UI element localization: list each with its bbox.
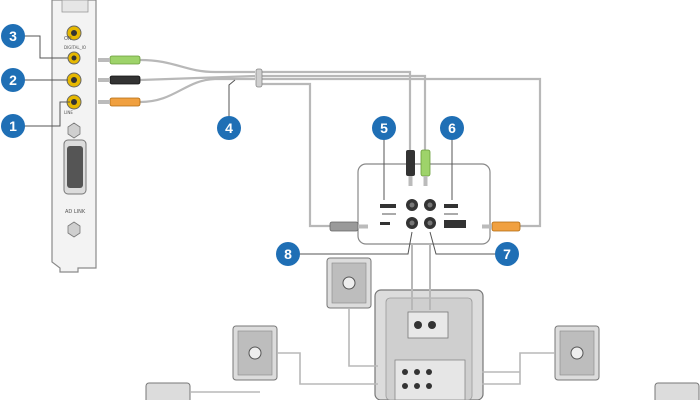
- callout-3: 3: [1, 24, 68, 59]
- amplifier-input-panel: [357, 163, 491, 245]
- card-label-2: LINE: [64, 110, 73, 115]
- plug-black-panel: [406, 150, 415, 186]
- callout-6: 6: [440, 116, 464, 140]
- card-label-1: ON: [64, 36, 72, 42]
- card-label-0: DIGITAL_IO: [64, 45, 86, 50]
- plug-green-panel: [420, 149, 431, 186]
- callout-2-label: 2: [9, 72, 17, 88]
- db15-connector: [63, 139, 87, 195]
- card-jack-top: [66, 25, 82, 41]
- callout-5-label: 5: [380, 120, 388, 136]
- plug-grey-panel: [329, 221, 368, 232]
- speaker-side-left: [232, 325, 278, 381]
- callout-4-label: 4: [225, 120, 233, 136]
- callout-2: 2: [1, 68, 68, 92]
- callout-8-label: 8: [284, 246, 292, 262]
- plug-black-card: [98, 75, 141, 85]
- callout-4: 4: [217, 79, 241, 140]
- speaker-front-left: [326, 257, 372, 309]
- callout-6-label: 6: [448, 120, 456, 136]
- speaker-icon: [342, 276, 356, 290]
- sound-card-bracket: ON DIGITAL_IO LINE AD LINK: [51, 0, 97, 273]
- callout-1: 1: [1, 101, 70, 138]
- callout-7: 7: [495, 242, 519, 266]
- speaker-side-right: [554, 325, 600, 381]
- callout-5: 5: [372, 116, 396, 140]
- callout-1-label: 1: [9, 118, 17, 134]
- cable-bundle: [139, 58, 542, 228]
- callout-8: 8: [276, 242, 300, 266]
- speaker-rear-left: [145, 382, 191, 400]
- plug-orange-card: [98, 97, 141, 107]
- card-ad-link-label: AD LINK: [65, 209, 86, 215]
- subwoofer-unit: [374, 289, 484, 400]
- card-jack-middle: [66, 72, 82, 88]
- cable-splitter: [255, 68, 263, 88]
- speaker-rear-right: [654, 382, 700, 400]
- callout-7-label: 7: [503, 246, 511, 262]
- card-jack-bottom: [66, 94, 82, 110]
- plug-orange-panel: [482, 221, 521, 232]
- plug-green-card: [98, 55, 141, 65]
- callout-3-label: 3: [9, 28, 17, 44]
- hex-nut-icon: [67, 122, 81, 139]
